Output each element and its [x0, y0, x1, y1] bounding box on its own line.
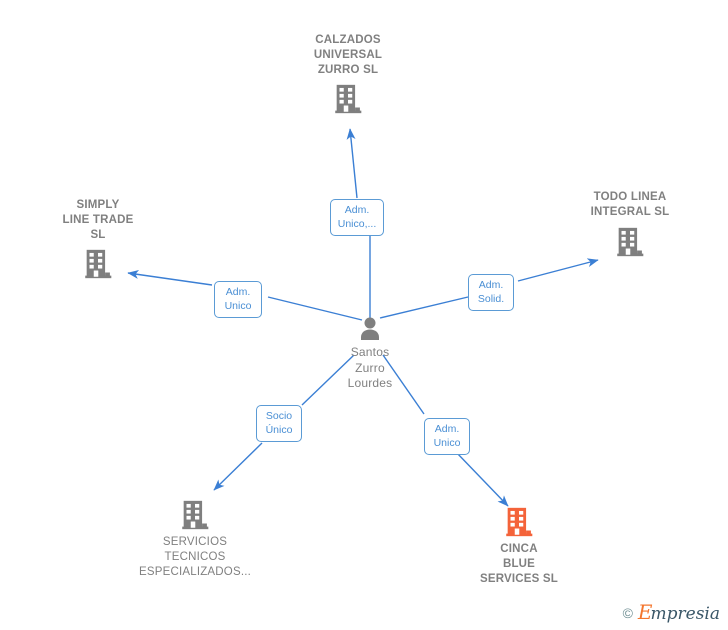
node-todo-linea-integral[interactable]: TODO LINEA INTEGRAL SL	[545, 190, 715, 259]
company-building-icon	[545, 220, 715, 259]
node-label: Santos Zurro Lourdes	[347, 345, 393, 390]
company-building-icon	[13, 243, 183, 281]
node-calzados-universal-zurro[interactable]: CALZADOS UNIVERSAL ZURRO SL	[263, 33, 433, 116]
edge-label-cinca[interactable]: Adm. Unico	[424, 418, 470, 455]
brand-initial: E	[637, 600, 653, 624]
node-servicios-tecnicos-especializados[interactable]: SERVICIOS TECNICOS ESPECIALIZADOS...	[110, 498, 280, 580]
company-building-icon	[434, 505, 604, 539]
node-label: CALZADOS UNIVERSAL ZURRO SL	[313, 34, 383, 76]
node-simply-line-trade[interactable]: SIMPLY LINE TRADE SL	[13, 198, 183, 281]
edge-label-calzados[interactable]: Adm. Unico,...	[330, 199, 384, 236]
node-label: SERVICIOS TECNICOS ESPECIALIZADOS...	[138, 536, 252, 578]
person-icon	[285, 315, 455, 345]
copyright-icon: ©	[622, 605, 633, 621]
edge-label-servicios[interactable]: Socio Único	[256, 405, 302, 442]
company-building-icon	[263, 78, 433, 116]
node-cinca-blue-services[interactable]: CINCA BLUE SERVICES SL	[434, 505, 604, 587]
node-label: TODO LINEA INTEGRAL SL	[590, 191, 670, 218]
edge-label-simply[interactable]: Adm. Unico	[214, 281, 262, 318]
edge-label-todo-linea[interactable]: Adm. Solid.	[468, 274, 514, 311]
node-label: CINCA BLUE SERVICES SL	[479, 543, 559, 585]
company-building-icon	[110, 498, 280, 532]
node-label: SIMPLY LINE TRADE SL	[62, 199, 134, 241]
brand-name: mpresia	[650, 604, 721, 624]
empresia-watermark: © Empresia	[623, 602, 720, 624]
node-person-center[interactable]: Santos Zurro Lourdes	[285, 315, 455, 392]
